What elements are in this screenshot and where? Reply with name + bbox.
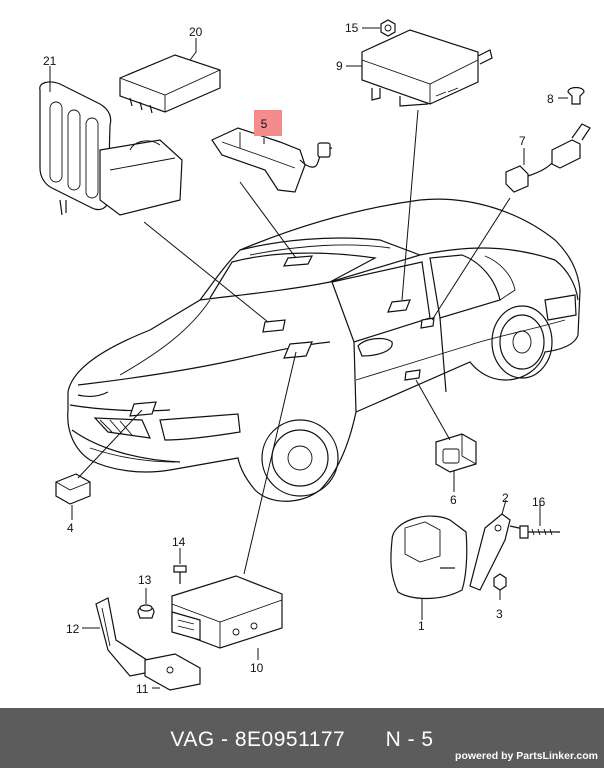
callout-11: 11 [136, 682, 149, 696]
part-21-cover [39, 81, 183, 216]
powered-by-link[interactable]: powered by PartsLinker.com [455, 750, 598, 762]
callout-labels: 21 20 5 15 9 8 7 6 2 16 1 3 4 14 13 12 1… [43, 21, 554, 696]
parts-diagram: 21 20 5 15 9 8 7 6 2 16 1 3 4 14 13 12 1… [39, 19, 591, 696]
car-illustration [67, 198, 581, 502]
callout-15: 15 [345, 21, 359, 35]
callout-9: 9 [336, 59, 343, 73]
footer-bar: VAG - 8E0951177 N - 5 powered by PartsLi… [0, 708, 604, 768]
part-7-sensor [505, 123, 591, 193]
part-15-nut [380, 19, 396, 37]
callout-13: 13 [138, 573, 152, 587]
separator: - [221, 728, 229, 751]
part-4-sensor [55, 473, 91, 505]
callout-7: 7 [519, 134, 526, 148]
car-location-markers [129, 255, 435, 417]
part-5-bracket [211, 127, 333, 193]
part-16-screw [519, 525, 560, 539]
callout-21: 21 [43, 54, 57, 68]
callout-5: 5 [261, 117, 268, 131]
part-reference: VAG - 8E0951177 N - 5 [0, 728, 604, 752]
part-1-sensor-block [390, 515, 468, 600]
callout-4: 4 [67, 521, 74, 535]
callout-6: 6 [450, 493, 457, 507]
marker-bumper [129, 401, 157, 417]
marker-windshield [262, 319, 286, 333]
callout-16: 16 [532, 495, 546, 509]
marker-rear-door [404, 369, 421, 381]
part-number: 8E0951177 [234, 728, 346, 751]
marker-roof [282, 255, 314, 267]
callout-1: 1 [418, 619, 425, 633]
part-9-control-unit [361, 29, 493, 107]
callout-10: 10 [250, 661, 264, 675]
part-11-plate [144, 653, 201, 691]
callout-3: 3 [496, 607, 503, 621]
part-3-nut [493, 573, 507, 591]
part-14-screw [173, 565, 187, 584]
callout-2: 2 [502, 491, 509, 505]
part-13-spacer [137, 604, 155, 619]
callout-20: 20 [189, 25, 203, 39]
marker-pillar [387, 299, 411, 313]
marker-door [420, 317, 435, 329]
callout-14: 14 [172, 535, 186, 549]
callout-12: 12 [66, 622, 80, 636]
part-8-clip [567, 86, 585, 105]
callout-8: 8 [547, 92, 554, 106]
part-20-module [119, 54, 221, 114]
brand-label: VAG [170, 728, 215, 751]
marker-dash [283, 341, 313, 359]
part-10-control-unit [171, 575, 283, 649]
part-6-switch [435, 433, 477, 473]
highlight-box [254, 110, 282, 136]
position-label: N - 5 [385, 728, 434, 751]
leader-lines [49, 27, 568, 689]
